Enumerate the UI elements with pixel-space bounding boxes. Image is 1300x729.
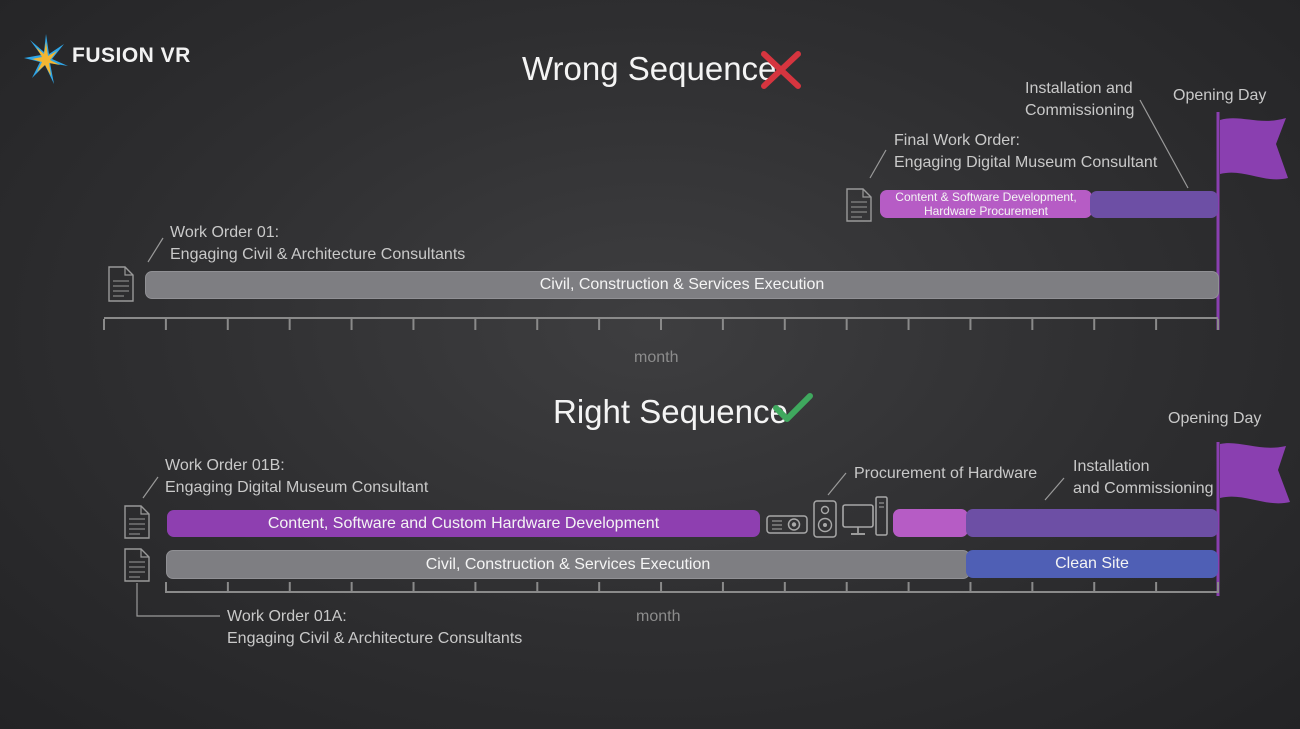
wrong-installation-bar [1090, 191, 1218, 218]
desktop-computer-icon [842, 496, 888, 536]
green-check-icon [773, 393, 813, 422]
right-opening-day-flag-icon [1216, 442, 1290, 596]
wrong-sequence-title: Wrong Sequence [522, 50, 777, 87]
wrong-installation-label: Installation and Commissioning [1025, 80, 1135, 119]
projector-icon [766, 515, 808, 534]
procurement-label: Procurement of Hardware [854, 465, 1038, 482]
red-cross-icon [761, 51, 801, 89]
starburst-logo-icon [24, 34, 68, 84]
right-civil-construction-bar: Civil, Construction & Services Execution [166, 550, 970, 579]
right-procurement-bar [893, 509, 968, 537]
right-installation-bar [966, 509, 1218, 537]
wrong-civil-construction-bar: Civil, Construction & Services Execution [145, 271, 1219, 299]
fusion-vr-logo: FUSION VR [24, 32, 204, 86]
clean-site-bar: Clean Site [966, 550, 1218, 578]
final-work-order-document-icon [846, 188, 872, 222]
right-axis-month-label: month [636, 608, 681, 625]
right-timeline-axis [165, 582, 1219, 593]
work-order-01-document-icon [108, 266, 134, 302]
work-order-01b-document-icon [124, 505, 150, 539]
work-order-01a-label: Work Order 01A: Engaging Civil & Archite… [227, 608, 523, 647]
work-order-01-label: Work Order 01: Engaging Civil & Architec… [170, 224, 466, 263]
right-sequence-title: Right Sequence [553, 393, 788, 430]
logo-text: FUSION VR [72, 44, 191, 67]
right-content-software-bar: Content, Software and Custom Hardware De… [167, 510, 760, 537]
wrong-timeline-axis [103, 317, 1219, 330]
work-order-01b-label: Work Order 01B: Engaging Digital Museum … [165, 457, 429, 496]
right-installation-label: Installation and Commissioning [1073, 458, 1214, 497]
speaker-icon [813, 500, 837, 538]
work-order-01a-document-icon [124, 548, 150, 582]
right-opening-day-label: Opening Day [1168, 410, 1262, 427]
wrong-content-software-bar: Content & Software Development, Hardware… [880, 190, 1092, 218]
wrong-opening-day-label: Opening Day [1173, 87, 1267, 104]
final-work-order-label: Final Work Order: Engaging Digital Museu… [894, 132, 1158, 171]
wrong-axis-month-label: month [634, 349, 679, 366]
